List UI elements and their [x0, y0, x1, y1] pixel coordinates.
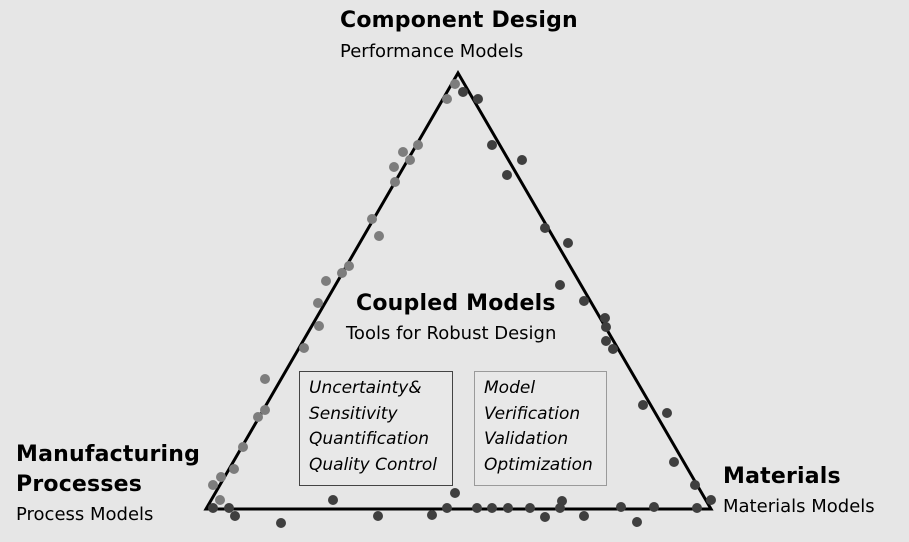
uncertainty-box-line: Uncertainty& [309, 378, 422, 398]
edge-dot [555, 280, 565, 290]
left-vertex-title-line1: Manufacturing [16, 442, 201, 467]
edge-dot [525, 503, 535, 513]
verification-box-line: Validation [484, 429, 569, 449]
edge-dot [450, 79, 460, 89]
edge-dot [692, 503, 702, 513]
edge-dot [579, 296, 589, 306]
uncertainty-box-line: Quality Control [309, 454, 437, 475]
edge-dot [344, 261, 354, 271]
center-title: Coupled Models [356, 291, 556, 316]
edge-dot [555, 503, 565, 513]
uncertainty-box-line: Sensitivity [309, 403, 398, 424]
edge-dot [601, 322, 611, 332]
edge-dot [405, 155, 415, 165]
triangle-outline [203, 70, 714, 511]
center-subtitle: Tools for Robust Design [346, 323, 557, 344]
edge-dot [314, 321, 324, 331]
edge-dot [502, 170, 512, 180]
top-vertex-title: Component Design [340, 8, 578, 33]
edge-dot [413, 140, 423, 150]
edge-dot [374, 231, 384, 241]
right-vertex-title: Materials [723, 464, 841, 489]
verification-box-line: Verification [484, 403, 581, 424]
edge-dot [632, 517, 642, 527]
edge-dot [367, 214, 377, 224]
left-edge-dots [208, 79, 460, 505]
edge-dot [215, 495, 225, 505]
edge-dot [563, 238, 573, 248]
edge-dot [260, 374, 270, 384]
edge-dot [616, 502, 626, 512]
left-vertex-subtitle: Process Models [16, 504, 154, 525]
edge-dot [458, 87, 468, 97]
edge-dot [503, 503, 513, 513]
edge-dot [276, 518, 286, 528]
uncertainty-box: Uncertainty& Sensitivity Quantification … [299, 371, 453, 486]
edge-dot [373, 511, 383, 521]
edge-dot [638, 400, 648, 410]
edge-dot [517, 155, 527, 165]
edge-dot [601, 336, 611, 346]
edge-dot [669, 457, 679, 467]
edge-dot [690, 480, 700, 490]
verification-box-line: Optimization [484, 454, 593, 475]
edge-dot [224, 503, 234, 513]
edge-dot [540, 512, 550, 522]
edge-dot [253, 412, 263, 422]
uncertainty-box-line: Quantification [309, 429, 430, 449]
edge-dot [662, 408, 672, 418]
edge-dot [216, 472, 226, 482]
edge-dot [472, 503, 482, 513]
edge-dot [579, 511, 589, 521]
edge-dot [706, 495, 716, 505]
edge-dot [608, 344, 618, 354]
edge-dot [442, 94, 452, 104]
edge-dot [427, 510, 437, 520]
verification-box: Model Verification Validation Optimizati… [474, 371, 607, 486]
edge-dot [540, 223, 550, 233]
edge-dot [337, 268, 347, 278]
edge-dot [398, 147, 408, 157]
edge-dot [487, 140, 497, 150]
edge-dot [321, 276, 331, 286]
edge-dot [390, 177, 400, 187]
edge-dot [328, 495, 338, 505]
edge-dot [473, 94, 483, 104]
verification-box-line: Model [484, 378, 536, 398]
right-vertex-subtitle: Materials Models [723, 496, 875, 517]
right-edge-dots [458, 87, 716, 505]
edge-dot [229, 464, 239, 474]
edge-dot [208, 480, 218, 490]
edge-dot [487, 503, 497, 513]
edge-dot [299, 343, 309, 353]
edge-dot [389, 162, 399, 172]
edge-dot [208, 503, 218, 513]
edge-dot [649, 502, 659, 512]
edge-dot [313, 298, 323, 308]
left-vertex-title-line2: Processes [16, 472, 143, 497]
edge-dot [600, 313, 610, 323]
edge-dot [238, 442, 248, 452]
edge-dot [442, 503, 452, 513]
edge-dot [260, 405, 270, 415]
bottom-edge-dots [208, 488, 702, 528]
edge-dot [230, 511, 240, 521]
top-vertex-subtitle: Performance Models [340, 41, 524, 62]
edge-dot [450, 488, 460, 498]
